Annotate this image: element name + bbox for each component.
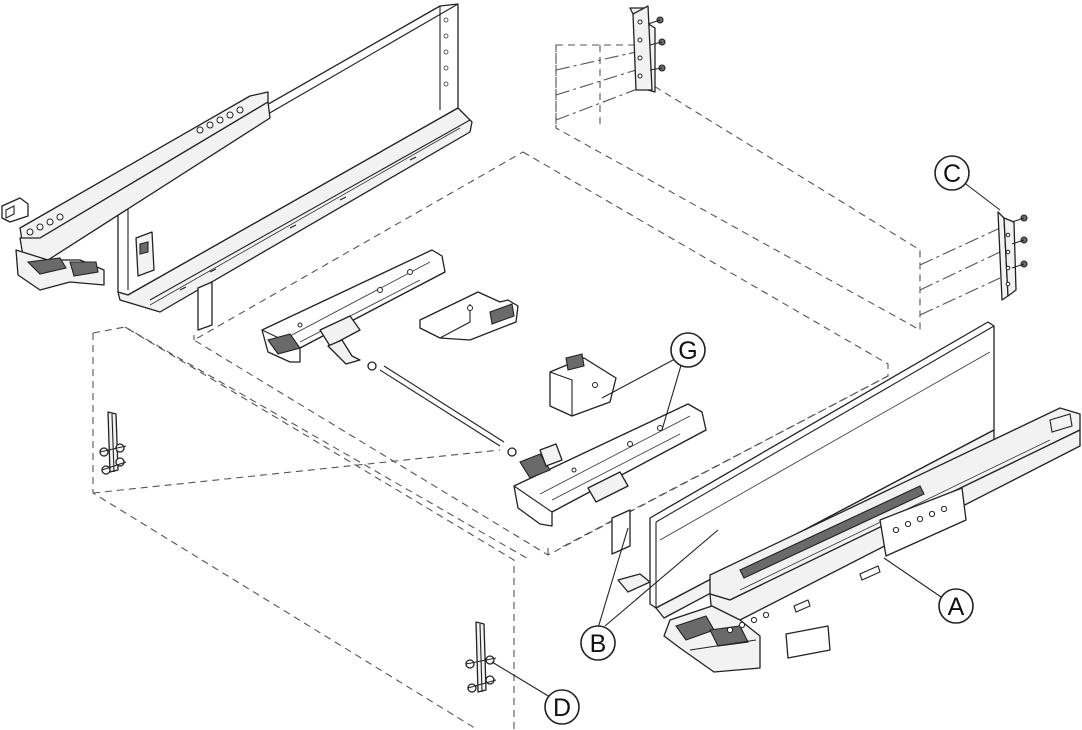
screw-icon	[1011, 214, 1028, 223]
back-panel-outline	[555, 44, 1001, 331]
screw-icon	[1011, 260, 1028, 269]
push-to-open-unit-left	[261, 249, 446, 365]
left-drawer-side	[1, 3, 473, 331]
callout-a-label: A	[948, 593, 965, 621]
callout-b: B	[580, 625, 616, 661]
callout-c: C	[934, 155, 970, 191]
drawer-bottom-outline	[192, 151, 889, 556]
callout-g-label: G	[678, 337, 697, 365]
callout-c-label: C	[943, 160, 961, 188]
front-fixing-bracket-lower	[465, 621, 497, 693]
front-fixing-bracket-upper	[99, 411, 127, 475]
screw-icon	[647, 16, 664, 25]
front-panel-outline	[92, 326, 531, 730]
rear-bracket-c	[997, 211, 1028, 301]
coupling-rod	[367, 361, 517, 457]
right-drawer-side	[611, 321, 1081, 673]
rear-bracket-upper	[629, 5, 666, 93]
callout-d: D	[544, 689, 580, 725]
callout-g: G	[670, 332, 706, 368]
callout-d-label: D	[553, 694, 571, 722]
synchronisation-bracket-upper	[419, 291, 519, 341]
screw-icon	[649, 38, 666, 46]
screw-icon	[649, 64, 666, 72]
screw-icon	[1011, 236, 1028, 245]
callout-b-label: B	[590, 630, 607, 658]
synchronisation-bracket-lower	[549, 353, 617, 417]
push-to-open-unit-right	[513, 403, 707, 527]
callout-a: A	[938, 588, 974, 624]
